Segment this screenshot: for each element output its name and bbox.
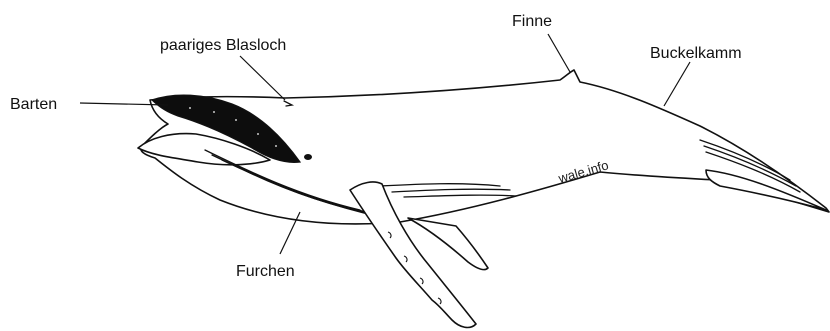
eye	[304, 154, 312, 160]
label-blowhole: paariges Blasloch	[160, 37, 286, 54]
label-baleen: Barten	[10, 96, 57, 113]
blowhole-leader	[240, 56, 285, 100]
fin-leader	[548, 34, 570, 72]
label-fin: Finne	[512, 13, 552, 30]
label-hump: Buckelkamm	[650, 45, 742, 62]
hump-leader	[664, 62, 690, 106]
label-grooves: Furchen	[236, 263, 295, 280]
